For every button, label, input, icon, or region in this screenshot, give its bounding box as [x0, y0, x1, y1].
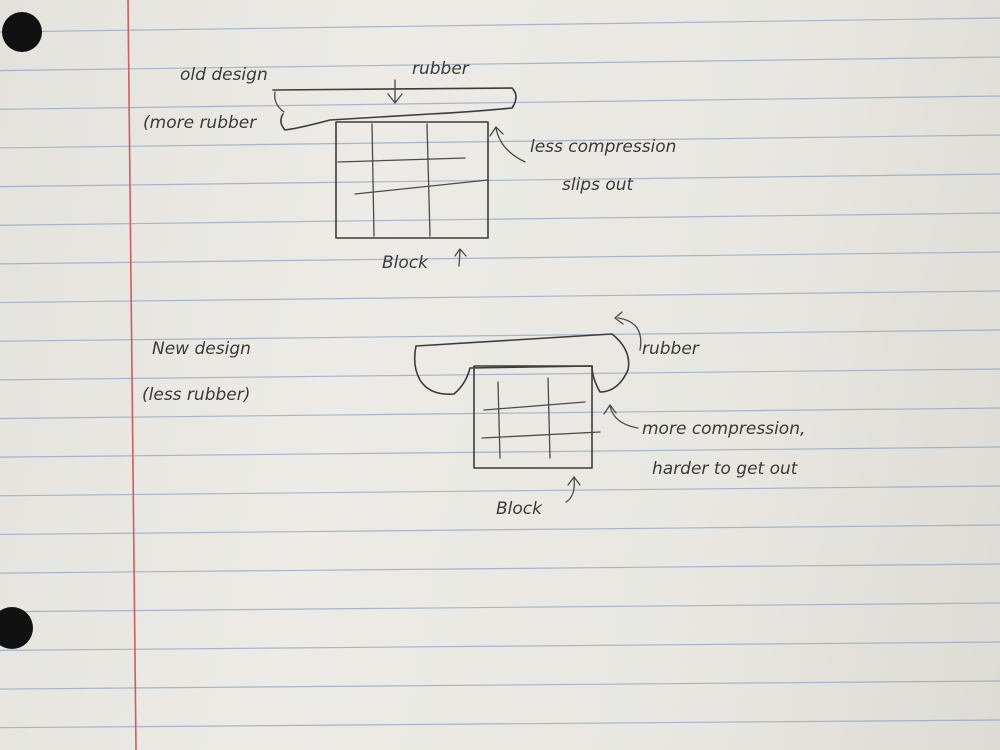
old-compression-arrow	[489, 125, 526, 163]
new-block-label: Block	[496, 499, 543, 519]
old-design-title: old design	[180, 65, 268, 85]
old-rubber-arrow	[387, 79, 403, 105]
old-more-rubber-label: (more rubber	[143, 113, 257, 133]
old-block-label: Block	[382, 253, 429, 273]
ruled-line	[0, 17, 1000, 33]
new-compression-arrow	[603, 403, 639, 429]
new-design-subtitle: (less rubber)	[142, 385, 250, 405]
ruled-line	[0, 56, 1000, 72]
ruled-lines	[0, 17, 1000, 729]
old-block-arrow	[454, 247, 467, 267]
ruled-line	[0, 602, 1000, 613]
ruled-line	[0, 641, 1000, 651]
punch-hole-bottom	[0, 607, 33, 649]
punch-hole-top	[2, 12, 42, 52]
old-compression-note-2: slips out	[562, 175, 635, 195]
ruled-line	[0, 485, 1000, 497]
new-design-title: New design	[152, 339, 251, 359]
new-block	[473, 365, 593, 469]
ruled-line	[0, 173, 1000, 188]
new-rubber-arrow	[613, 311, 642, 351]
ruled-line	[0, 407, 1000, 420]
ruled-line	[0, 134, 1000, 149]
ruled-line	[0, 680, 1000, 690]
new-block-arrow	[565, 475, 581, 503]
new-compression-note-1: more compression,	[642, 419, 805, 439]
ruled-line	[0, 524, 1000, 536]
ruled-line	[0, 212, 1000, 226]
new-compression-note-2: harder to get out	[652, 459, 799, 479]
old-compression-note-1: less compression	[530, 137, 676, 157]
old-rubber-cap	[272, 87, 517, 131]
old-rubber-label: rubber	[412, 59, 470, 79]
ruled-line	[0, 290, 1000, 304]
new-rubber-label: rubber	[642, 339, 700, 359]
ruled-line	[0, 95, 1000, 110]
old-design-sketch: old design rubber (more rubber less comp…	[143, 59, 676, 273]
ruled-line	[0, 719, 1000, 729]
ruled-line	[0, 251, 1000, 265]
margin-line	[127, 0, 137, 750]
new-design-sketch: New design (less rubber) rubber more com…	[142, 311, 805, 519]
ruled-line	[0, 329, 1000, 342]
ruled-line	[0, 368, 1000, 381]
ruled-line	[0, 563, 1000, 574]
new-rubber-cap	[413, 333, 630, 396]
